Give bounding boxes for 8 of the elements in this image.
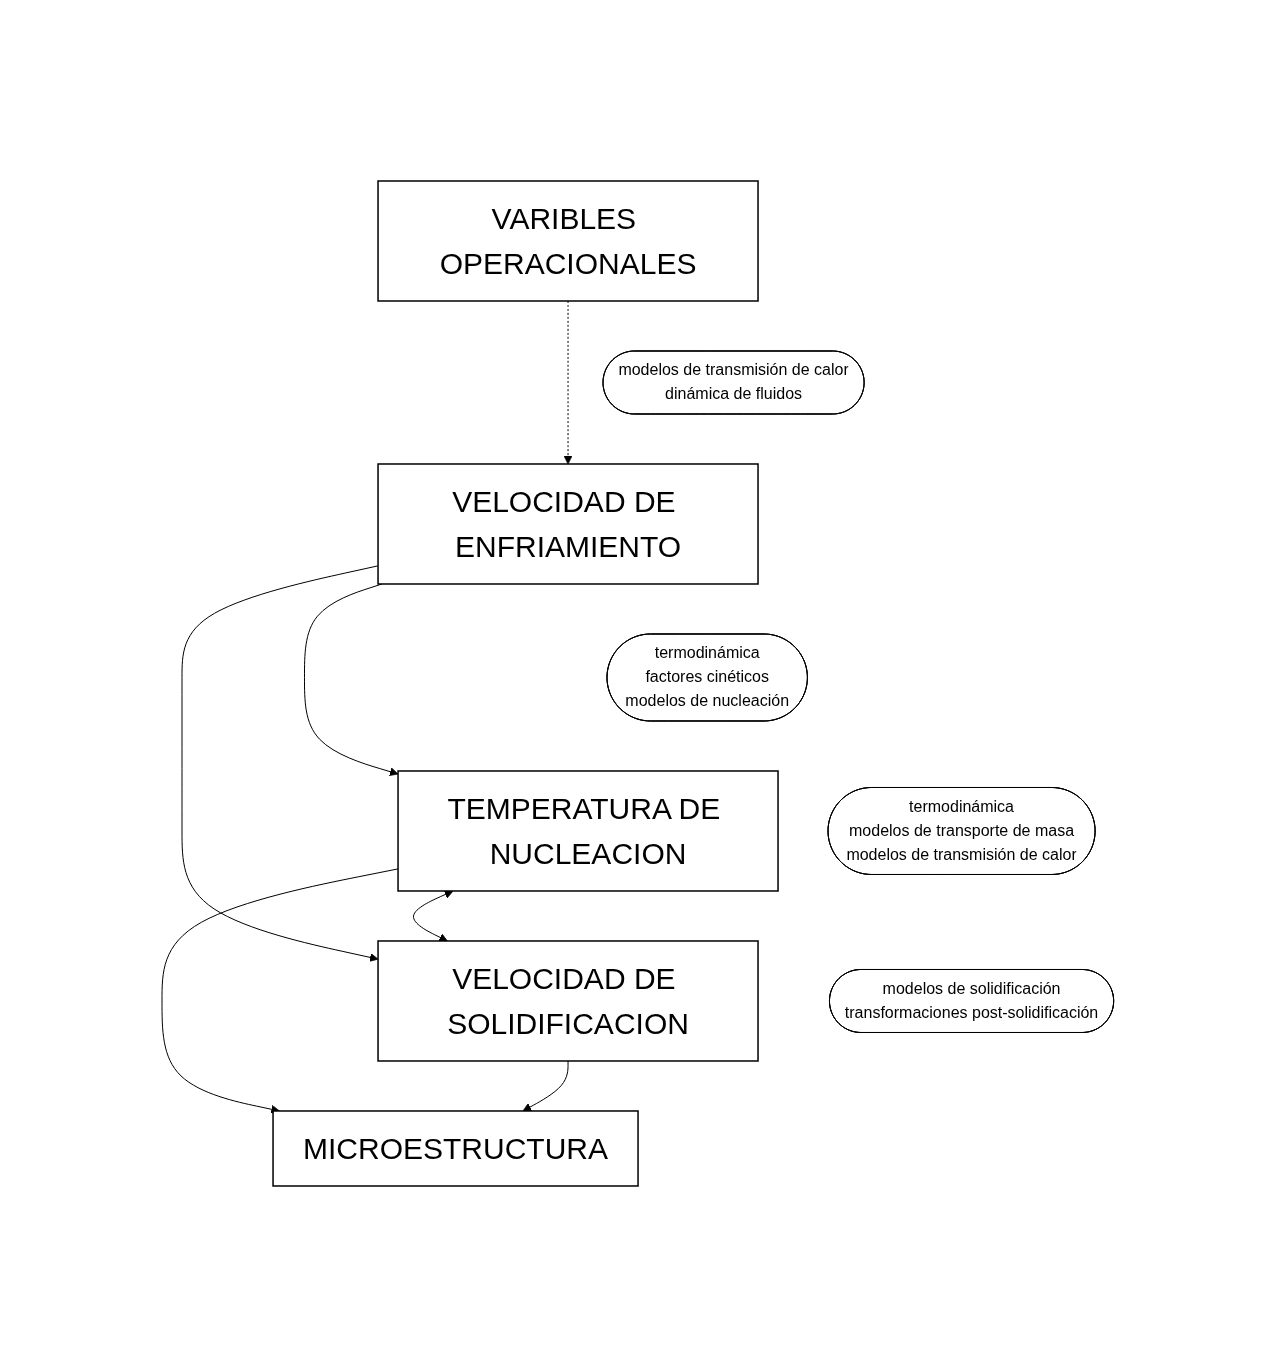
node-box: VELOCIDAD DE SOLIDIFICACION [376,939,759,1062]
node-box: VARIBLES OPERACIONALES [376,179,759,302]
node-box: MICROESTRUCTURA [271,1109,639,1187]
arrow [522,1060,569,1111]
node-box: VELOCIDAD DE ENFRIAMIENTO [376,462,759,585]
arrow [412,889,453,941]
arrow [563,300,573,464]
node-box: TEMPERATURA DE NUCLEACION [396,769,779,892]
